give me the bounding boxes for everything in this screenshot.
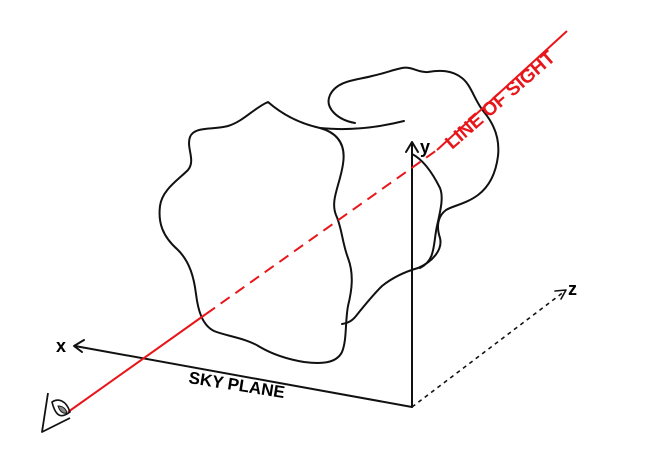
line-of-sight-solid-near [67, 313, 207, 413]
back-cloud-outline [327, 66, 500, 325]
cloud-side-edge-top [319, 120, 405, 130]
z-axis-arrowhead [554, 289, 567, 300]
eye-icon [41, 392, 71, 433]
y-axis-arrowhead [405, 141, 419, 153]
x-axis-arrowhead [73, 339, 85, 353]
axis-z-label: z [568, 279, 577, 299]
sky-plane-label: SKY PLANE [187, 368, 286, 402]
z-axis-line [411, 290, 566, 408]
front-cloud-outline [158, 101, 353, 364]
line-of-sight-label: LINE OF SIGHT [442, 47, 560, 154]
line-of-sight-solid-far [436, 30, 568, 151]
line-of-sight-dashed [205, 149, 438, 315]
axis-x-label: x [56, 336, 66, 356]
sky-plane-line [74, 345, 413, 408]
cloud-side-edge-right [411, 153, 443, 269]
axis-y-label: y [420, 137, 430, 157]
